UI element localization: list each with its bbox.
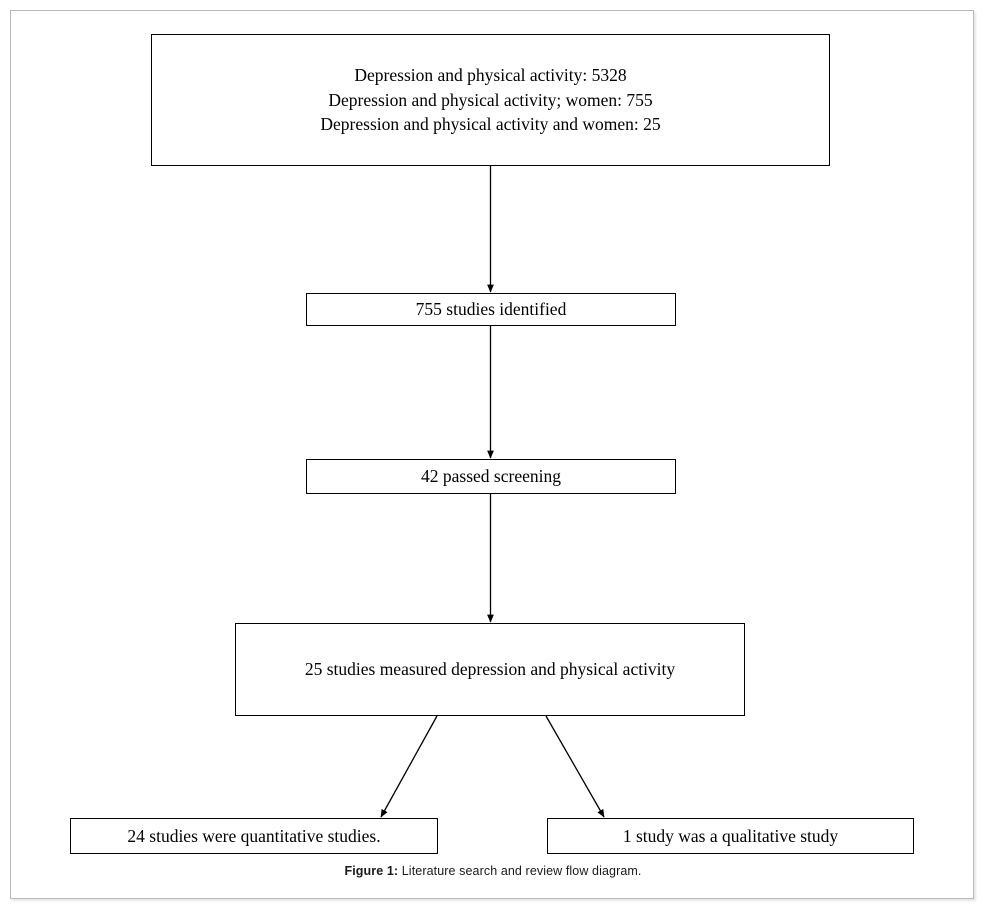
figure-caption-text: Literature search and review flow diagra…: [398, 864, 642, 878]
flow-node-quantitative-label: 24 studies were quantitative studies.: [127, 825, 381, 846]
flow-node-measured-label: 25 studies measured depression and physi…: [304, 659, 676, 680]
figure-caption: Figure 1: Literature search and review f…: [0, 864, 986, 878]
flow-node-quantitative: 24 studies were quantitative studies.: [70, 818, 438, 854]
flow-node-identified: 755 studies identified: [306, 293, 676, 326]
flow-node-qualitative: 1 study was a qualitative study: [547, 818, 914, 854]
flow-node-identified-label: 755 studies identified: [415, 299, 567, 320]
flow-node-search-results-label: Depression and physical activity: 5328 D…: [320, 64, 661, 135]
flow-node-screened: 42 passed screening: [306, 459, 676, 494]
flow-node-measured: 25 studies measured depression and physi…: [235, 623, 745, 716]
flow-node-qualitative-label: 1 study was a qualitative study: [622, 825, 839, 846]
edge-measured-to-qualitative: [545, 715, 605, 818]
flow-node-search-results: Depression and physical activity: 5328 D…: [151, 34, 830, 166]
figure-caption-label: Figure 1:: [344, 864, 399, 878]
edge-measured-to-quantitative: [380, 715, 438, 818]
flow-node-screened-label: 42 passed screening: [421, 466, 561, 487]
